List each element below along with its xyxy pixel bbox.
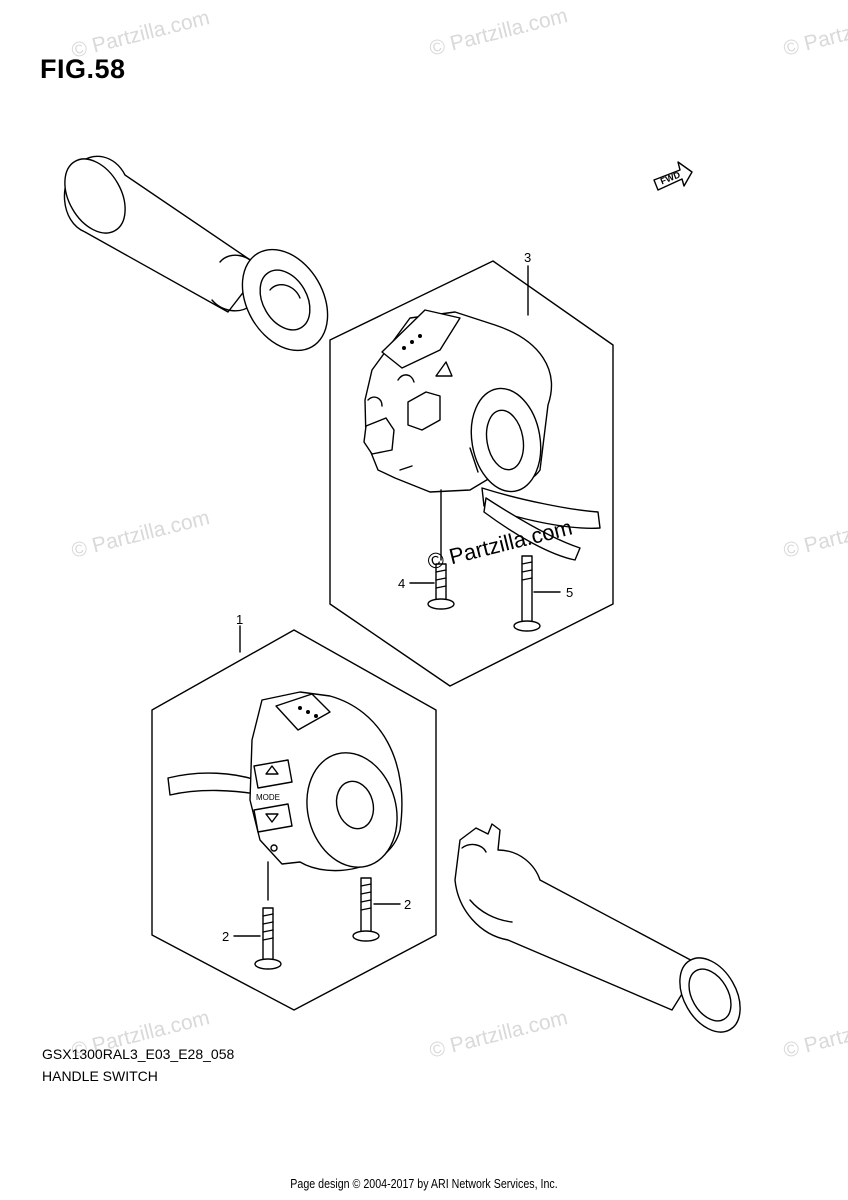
screw-2a	[233, 907, 282, 970]
callout-2: 2	[404, 897, 412, 912]
left-grip	[63, 155, 329, 352]
callout-3: 3	[524, 250, 532, 265]
mode-label: MODE	[256, 793, 280, 802]
fwd-arrow	[653, 161, 693, 191]
model-code: GSX1300RAL3_E03_E28_058	[42, 1046, 235, 1062]
screw-5	[513, 555, 561, 632]
assembly-outline-3	[329, 260, 614, 687]
screw-2b	[352, 877, 401, 942]
screw-4	[409, 489, 455, 610]
callout-4: 4	[398, 576, 406, 591]
page-credit: Page design © 2004-2017 by ARI Network S…	[290, 1176, 558, 1191]
assembly-outline-1	[151, 629, 437, 1011]
callout-1: 1	[236, 612, 244, 627]
left-handle-switch: MODE	[167, 691, 403, 872]
figure-title: FIG.58	[40, 54, 126, 84]
throttle-grip	[454, 823, 741, 1033]
callout-2: 2	[222, 929, 230, 944]
callout-5: 5	[566, 585, 574, 600]
right-handle-switch	[363, 309, 601, 561]
section-name: HANDLE SWITCH	[42, 1068, 158, 1084]
